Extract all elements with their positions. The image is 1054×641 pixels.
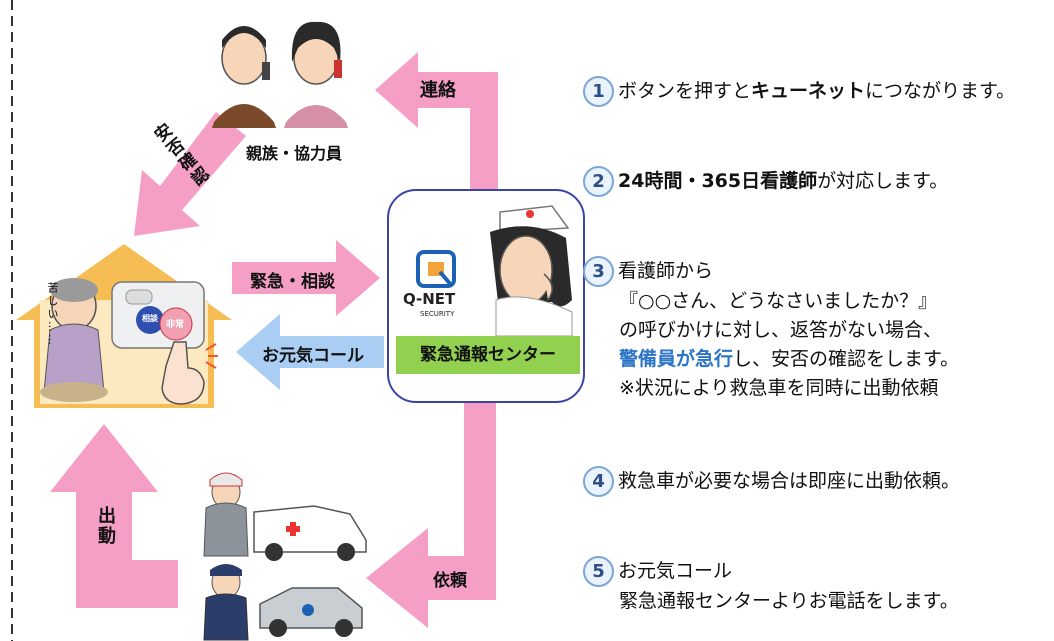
step-3-line-1: 看護師から	[618, 260, 714, 282]
genki-call-arrow	[236, 314, 384, 390]
step-number-3: 3	[583, 256, 614, 287]
step-3-line-5: ※状況により救急車を同時に出動依頼	[619, 377, 939, 399]
qnet-logo-subtext: SECURITY	[420, 310, 455, 318]
family-man-illustration	[212, 26, 276, 128]
pointing-hand-illustration	[161, 341, 218, 405]
step-1-text-bold: キューネット	[751, 80, 866, 102]
center-name-label: 緊急通報センター	[396, 336, 580, 374]
suffering-label: 苦しい……	[46, 282, 59, 347]
genki-call-label: お元気コール	[262, 346, 364, 366]
family-woman-illustration	[284, 21, 348, 128]
step-5-line-2: 緊急通報センターよりお電話をします。	[619, 590, 959, 612]
emergency-panel-illustration	[111, 281, 205, 349]
safety-check-arrow	[134, 112, 246, 236]
panel-button2-label: 相談	[142, 314, 158, 323]
ambulance-illustration	[253, 505, 367, 561]
contact-label: 連絡	[420, 80, 456, 101]
elderly-woman-illustration	[40, 278, 108, 402]
emergency-consult-label: 緊急・相談	[250, 272, 335, 292]
request-arrow	[366, 400, 496, 628]
step-3-line-4-blue: 警備員が急行	[619, 348, 734, 370]
step-number-2: 2	[583, 166, 614, 197]
step-3-line-4: し、安否の確認をします。	[733, 348, 960, 370]
dispatch-label: 出動	[95, 506, 116, 546]
step-number-1: 1	[583, 76, 614, 107]
qnet-logo-icon	[416, 250, 456, 288]
step-2-text: が対応します。	[817, 170, 949, 192]
step-number-4: 4	[583, 466, 614, 497]
nurse-illustration	[490, 205, 573, 337]
security-car-illustration	[259, 587, 363, 637]
step-1-text-a: ボタンを押すと	[618, 80, 752, 102]
step-5-line-1: お元気コール	[618, 560, 733, 582]
step-4-text: 救急車が必要な場合は即座に出動依頼。	[618, 470, 961, 492]
family-label: 親族・協力員	[246, 144, 343, 163]
contact-route	[375, 52, 498, 192]
step-3-line-2: 『○○さん、どうなさいましたか？』	[619, 290, 938, 312]
guard-illustration-2	[203, 564, 249, 641]
request-label: 依頼	[433, 571, 467, 591]
guard-illustration-1	[203, 472, 249, 557]
dispatch-arrow	[50, 424, 178, 608]
step-1-text-b: につながります。	[865, 80, 1016, 102]
step-3-line-3: の呼びかけに対し、返答がない場合、	[619, 319, 943, 341]
emergency-consult-arrow	[232, 240, 380, 316]
step-number-5: 5	[583, 556, 614, 587]
qnet-logo-text: Q-NET	[403, 290, 456, 308]
step-2-text-bold: 24時間・365日看護師	[618, 170, 818, 192]
panel-button-label: 非常	[166, 320, 185, 330]
